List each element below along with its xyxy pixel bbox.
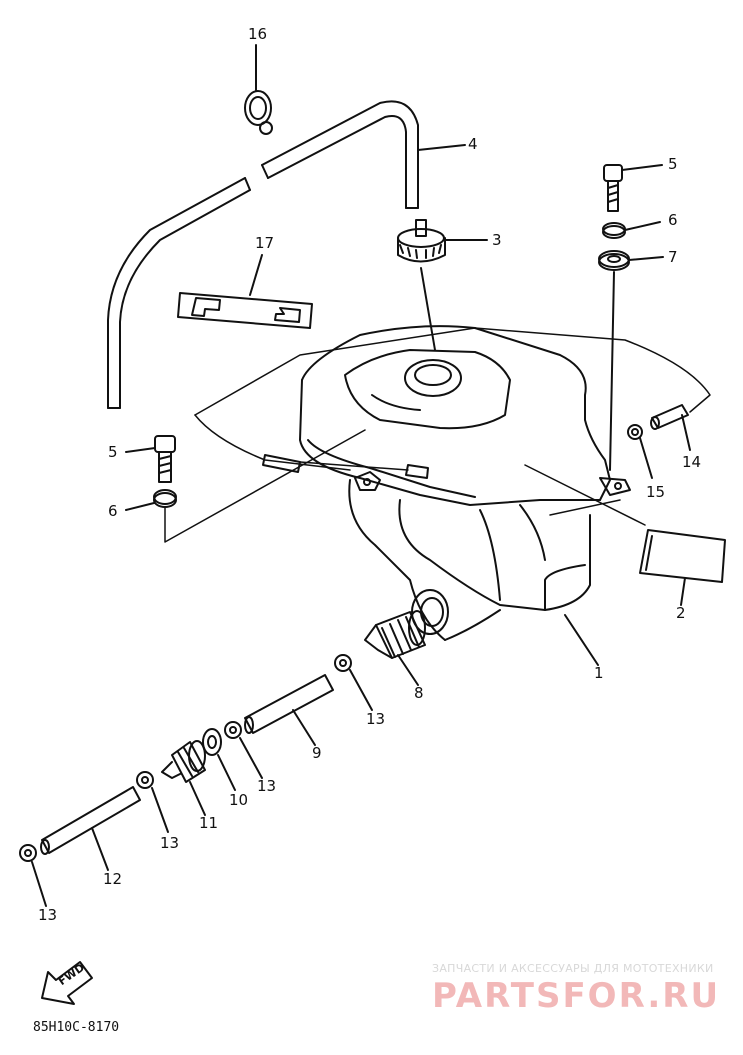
fuel-cap	[397, 219, 488, 351]
label-part-12: 12	[103, 870, 123, 888]
label-part-3: 3	[492, 231, 502, 249]
label-part-6-right: 6	[668, 211, 678, 229]
decal-outline	[194, 327, 711, 526]
warning-label	[177, 254, 313, 329]
fwd-arrow	[41, 961, 93, 1005]
bolt-right	[603, 164, 663, 212]
label-part-17: 17	[255, 234, 275, 252]
clip-13-middle	[224, 721, 263, 779]
fuel-hose-9	[244, 674, 334, 746]
fuel-hose-12	[40, 786, 141, 871]
label-part-13-bottom: 13	[38, 906, 58, 924]
watermark-logo: PARTSFOR.RU	[432, 976, 721, 1016]
label-part-5-right: 5	[668, 155, 678, 173]
bolt-left	[125, 435, 176, 483]
label-part-13-middle: 13	[257, 777, 277, 795]
label-part-8: 8	[414, 684, 424, 702]
label-part-15: 15	[646, 483, 666, 501]
label-part-9: 9	[312, 744, 322, 762]
diagram-code: 85H10C-8170	[33, 1020, 120, 1035]
drain-hose-right	[650, 404, 691, 451]
label-part-16: 16	[248, 25, 268, 43]
clip-15	[627, 424, 653, 479]
label-part-2: 2	[676, 604, 686, 622]
label-part-13-lower: 13	[160, 834, 180, 852]
fuel-cock	[161, 740, 206, 816]
clip-13-lower	[136, 771, 169, 833]
label-part-4: 4	[468, 135, 478, 153]
label-part-7: 7	[668, 248, 678, 266]
washer	[202, 728, 236, 791]
clip-13-bottom	[19, 844, 47, 907]
collar-right	[602, 221, 661, 239]
label-part-6-left: 6	[108, 502, 118, 520]
label-part-11: 11	[199, 814, 219, 832]
clip-13-upper	[334, 654, 373, 711]
grommet	[598, 250, 664, 471]
label-part-10: 10	[229, 791, 249, 809]
label-part-5-left: 5	[108, 443, 118, 461]
short-hose-left	[262, 454, 429, 479]
breather-hose	[107, 100, 466, 409]
label-part-14: 14	[682, 453, 702, 471]
label-part-1: 1	[594, 664, 604, 682]
collar-left	[125, 429, 366, 543]
fuel-tank	[299, 325, 631, 666]
label-part-13-upper: 13	[366, 710, 386, 728]
fuel-filter	[364, 610, 426, 686]
watermark-tagline: ЗАПЧАСТИ И АКСЕССУАРЫ ДЛЯ МОТОТЕХНИКИ	[432, 962, 714, 975]
tank-pad	[639, 529, 726, 606]
hose-clip	[244, 44, 273, 135]
